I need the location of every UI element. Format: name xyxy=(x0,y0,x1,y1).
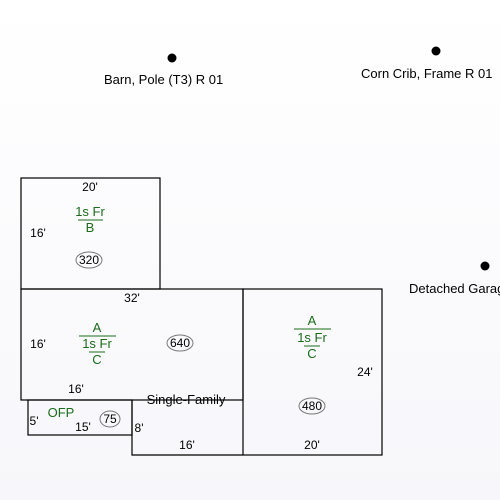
upper-area-ring xyxy=(75,251,103,269)
porch-section: OFP 75 xyxy=(48,405,121,428)
dim-right-side: 24' xyxy=(357,365,373,379)
dim-main-top: 32' xyxy=(124,291,140,305)
main-code-mid: 1s Fr xyxy=(82,336,112,351)
right-area: 480 xyxy=(302,399,322,413)
dim-bottom-right: 20' xyxy=(304,438,320,452)
outbuilding-barn: Barn, Pole (T3) R 01 xyxy=(104,53,223,87)
dim-ofp-bottom: 15' xyxy=(75,420,91,434)
main-code-bottom: C xyxy=(92,352,101,367)
upper-code-top: 1s Fr xyxy=(75,204,105,219)
main-code-top: A xyxy=(93,320,102,335)
main-section: A 1s Fr C 640 xyxy=(79,320,194,367)
dim-main-left: 16' xyxy=(30,337,46,351)
right-code-bottom: C xyxy=(307,346,316,361)
dim-upper-top: 20' xyxy=(82,180,98,194)
dim-main-inner-bottom: 16' xyxy=(68,382,84,396)
porch-label: OFP xyxy=(48,405,75,420)
garage-label: Detached Garage xyxy=(409,281,500,296)
outbuilding-corn-crib: Corn Crib, Frame R 01 xyxy=(361,46,492,81)
main-section-outline xyxy=(20,288,244,401)
building-type-label: Single-Family xyxy=(147,392,226,407)
right-code-mid: 1s Fr xyxy=(297,330,327,345)
garage-marker-icon xyxy=(480,261,490,271)
main-area-ring xyxy=(166,334,194,352)
right-area-ring xyxy=(298,397,326,415)
porch-area-ring xyxy=(99,410,121,428)
porch-area: 75 xyxy=(103,412,117,426)
dim-step-left: 8' xyxy=(135,421,144,435)
right-section-outline xyxy=(242,288,383,456)
upper-area: 320 xyxy=(79,253,99,267)
dim-bottom-left: 16' xyxy=(179,438,195,452)
corn-crib-label: Corn Crib, Frame R 01 xyxy=(361,66,492,81)
corn-crib-marker-icon xyxy=(431,46,441,56)
upper-code-bottom: B xyxy=(86,220,95,235)
outbuilding-detached-garage: Detached Garage xyxy=(409,261,500,296)
dim-upper-left: 16' xyxy=(30,226,46,240)
porch-outline xyxy=(27,399,133,436)
barn-label: Barn, Pole (T3) R 01 xyxy=(104,72,223,87)
barn-marker-icon xyxy=(167,53,177,63)
upper-section: 1s Fr B 320 xyxy=(75,204,105,269)
right-code-top: A xyxy=(308,313,317,328)
right-section: A 1s Fr C 480 xyxy=(294,313,331,415)
dim-ofp-left: 5' xyxy=(30,414,39,428)
main-area: 640 xyxy=(170,336,190,350)
